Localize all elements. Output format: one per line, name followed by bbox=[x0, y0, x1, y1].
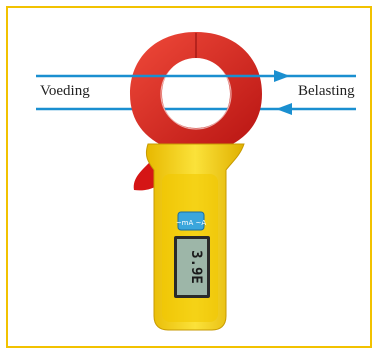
display-reading: 3.9E bbox=[188, 250, 204, 284]
arrow-left-icon bbox=[276, 103, 292, 115]
wire-top bbox=[36, 70, 356, 82]
label-load: Belasting bbox=[296, 83, 357, 100]
lcd-display: 3.9E bbox=[174, 236, 210, 298]
range-label: ~mA ~A bbox=[176, 219, 207, 227]
label-source: Voeding bbox=[38, 83, 92, 100]
wire-bottom bbox=[36, 103, 356, 115]
arrow-right-icon bbox=[274, 70, 290, 82]
range-button[interactable]: ~mA ~A bbox=[176, 212, 207, 230]
clamp-jaw bbox=[130, 32, 262, 148]
